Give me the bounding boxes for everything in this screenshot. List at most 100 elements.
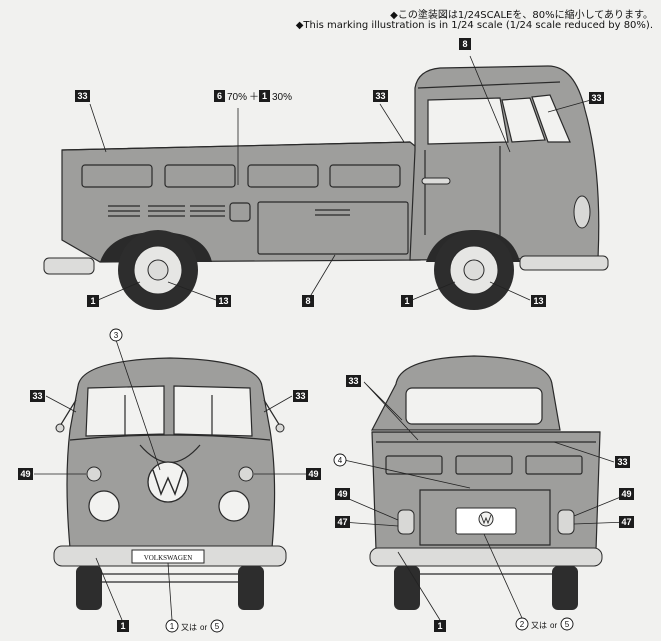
front-headlight-left [88,490,120,522]
side-cab-body [409,65,600,261]
front-turn-signal-left [86,466,102,482]
svg-text:33: 33 [617,457,627,467]
callout-8-top: 8 [459,38,471,50]
callout-49-rear-right: 49 [619,488,634,500]
callout-33-side-rear: 33 [75,90,90,102]
svg-text:13: 13 [218,296,228,306]
svg-text:8: 8 [462,39,467,49]
rear-view [341,355,629,621]
svg-text:1: 1 [90,296,95,306]
svg-text:4: 4 [338,456,343,465]
side-panel-4 [329,164,401,188]
svg-text:47: 47 [621,517,631,527]
side-bed-rail [61,141,411,151]
side-front-wheel [426,230,520,310]
side-door-handle [421,177,451,185]
side-panel-3 [247,164,319,188]
callouts: 6 70% ＋ 1 30% 8 33 33 33 1 13 8 1 13 33 … [18,38,634,633]
callout-47-rear-right: 47 [619,516,634,528]
svg-text:又は: 又は [181,623,197,632]
rear-taillight-right [557,509,575,535]
side-door-lines [424,146,501,238]
svg-text:33: 33 [348,376,358,386]
callout-1-side-front: 1 [401,295,413,307]
callout-8-side: 8 [302,295,314,307]
front-windshield-right [173,385,253,437]
rear-leader-lines [341,381,629,621]
svg-text:5: 5 [215,622,220,631]
svg-text:33: 33 [295,391,305,401]
side-roof-line [417,81,561,89]
svg-text:13: 13 [533,296,543,306]
circled-4: 4 [333,453,347,467]
svg-text:又は: 又は [531,621,547,630]
rear-bumper [369,547,603,567]
callout-33-rear-right: 33 [615,456,630,468]
front-axle [102,573,238,583]
side-leader-lines [89,55,599,301]
rear-panel-2 [455,455,513,475]
rear-panel-3 [525,455,583,475]
callout-33-front-left: 33 [30,390,45,402]
side-view [43,55,609,310]
svg-text:or: or [550,621,557,630]
rear-alt-label: 2 又は or 5 [515,617,574,631]
rear-right-tyre [552,566,578,610]
front-headlight-right [218,490,250,522]
front-turn-signal-right [238,466,254,482]
side-fuel-flap [229,202,251,222]
side-panel-2 [164,164,236,188]
front-beltline [69,434,271,441]
callout-1-side-rear: 1 [87,295,99,307]
circled-3: 3 [109,328,123,342]
svg-text:49: 49 [308,469,318,479]
front-leader-lines [34,339,306,621]
svg-text:30%: 30% [272,92,292,103]
front-mirror-left [55,423,65,433]
side-rear-bumper [43,257,95,275]
svg-text:2: 2 [520,620,525,629]
callout-33-side-cab: 33 [589,92,604,104]
svg-text:49: 49 [621,489,631,499]
svg-text:8: 8 [305,296,310,306]
mix-label: 6 70% ＋ 1 30% [214,90,292,103]
svg-text:47: 47 [337,517,347,527]
callout-33-side-mid: 33 [373,90,388,102]
callout-13-side-rear: 13 [216,295,231,307]
callout-13-side-front: 13 [531,295,546,307]
svg-text:1: 1 [120,621,125,631]
front-mirror-arms [59,399,281,427]
side-locker-door [257,201,409,255]
svg-text:3: 3 [114,331,119,340]
svg-text:33: 33 [375,91,385,101]
callout-49-front-left: 49 [18,468,33,480]
svg-text:6: 6 [217,91,222,101]
callout-49-front-right: 49 [306,468,321,480]
note-english: ◆This marking illustration is in 1/24 sc… [295,20,653,31]
front-view: VOLKSWAGEN [34,339,306,621]
side-headlight [573,195,591,229]
svg-text:1: 1 [262,91,267,101]
callout-33-rear-top: 33 [346,375,361,387]
svg-text:1: 1 [170,622,175,631]
svg-text:49: 49 [337,489,347,499]
svg-text:or: or [200,623,207,632]
svg-text:＋: ＋ [249,92,259,103]
callout-49-rear-left: 49 [335,488,350,500]
side-windshield [531,94,571,143]
callout-1-rear: 1 [434,620,446,632]
callout-47-rear-left: 47 [335,516,350,528]
svg-text:70%: 70% [227,92,247,103]
rear-panel-1 [385,455,443,475]
side-vent-window [501,97,546,143]
front-alt-label: 1 又は or 5 [165,619,224,633]
rear-tailgate [419,489,551,546]
svg-text:33: 33 [77,91,87,101]
rear-vw-emblem [478,511,494,527]
svg-text:33: 33 [591,93,601,103]
side-vents [108,205,350,217]
front-plate-text: VOLKSWAGEN [144,554,193,562]
note-japanese: ◆この塗装図は1/24SCALEを、80%に縮小してあります。 [390,10,653,21]
